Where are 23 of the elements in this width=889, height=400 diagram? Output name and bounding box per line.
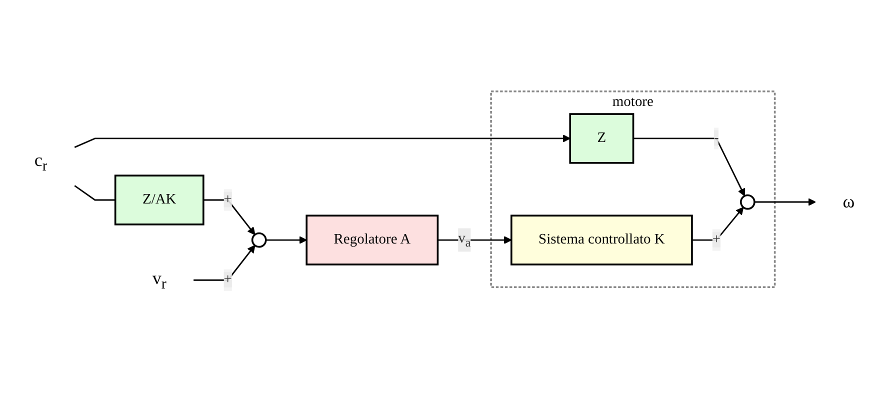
node-text: c$_{r}$ <box>34 150 48 174</box>
arrow <box>194 245 256 281</box>
arrow <box>266 236 307 244</box>
node-text: v$_{r}$ <box>152 268 166 292</box>
node-box: Z/AK <box>114 174 204 226</box>
connector <box>74 185 116 201</box>
arrow <box>692 206 744 241</box>
node-text: ω <box>842 192 855 212</box>
node-circle <box>251 232 267 248</box>
arrow <box>438 236 512 244</box>
arrow <box>633 138 746 196</box>
edge-label: + <box>712 232 721 248</box>
node-box: Sistema controllato K <box>510 214 693 266</box>
edge-label: - <box>714 130 719 146</box>
arrow <box>754 198 816 206</box>
edge-label: v$_{a}$ <box>458 230 471 250</box>
edge-label: + <box>224 272 232 288</box>
node-box: Regolatore A <box>306 214 439 266</box>
node-circle <box>740 194 756 210</box>
edge-label: + <box>224 192 232 208</box>
node-box: Z <box>569 113 634 164</box>
arrow <box>203 199 256 236</box>
arrow <box>74 134 570 148</box>
